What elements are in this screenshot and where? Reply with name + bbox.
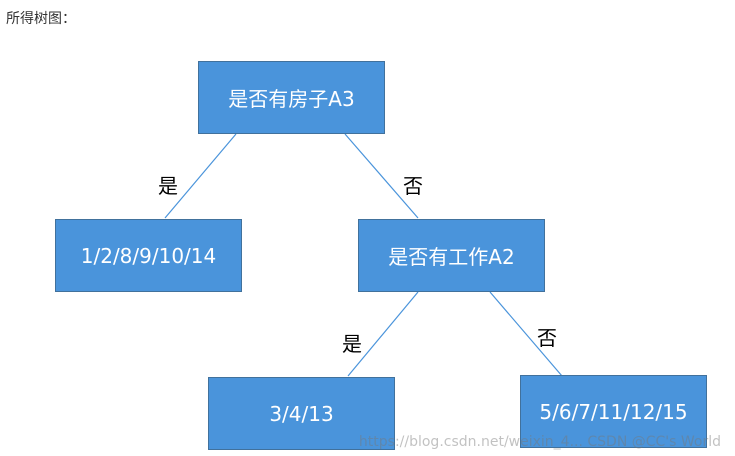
watermark: https://blog.csdn.net/weixin_4... CSDN @…	[358, 434, 721, 450]
node-left-leaf-label: 1/2/8/9/10/14	[80, 243, 217, 268]
node-job-yes-leaf: 3/4/13	[208, 377, 395, 450]
edge-label-work-yes: 是	[342, 332, 362, 356]
edge-work-to-left	[347, 291, 419, 377]
node-job-no-leaf-label: 5/6/7/11/12/15	[539, 399, 688, 424]
edge-label-root-yes: 是	[158, 174, 178, 198]
edge-label-work-no: 否	[537, 326, 557, 350]
edge-label-root-no: 否	[403, 174, 423, 198]
node-job-no-leaf: 5/6/7/11/12/15	[520, 375, 707, 448]
node-has-house: 是否有房子A3	[198, 61, 385, 134]
node-has-house-label: 是否有房子A3	[228, 87, 355, 111]
caption: 所得树图：	[6, 11, 76, 27]
node-has-job-label: 是否有工作A2	[388, 245, 515, 269]
edge-work-to-right	[489, 291, 563, 377]
node-left-leaf: 1/2/8/9/10/14	[55, 219, 242, 292]
edge-root-to-right	[344, 133, 419, 219]
edge-root-to-left	[164, 133, 237, 219]
node-job-yes-leaf-label: 3/4/13	[269, 401, 334, 426]
node-has-job: 是否有工作A2	[358, 219, 545, 292]
